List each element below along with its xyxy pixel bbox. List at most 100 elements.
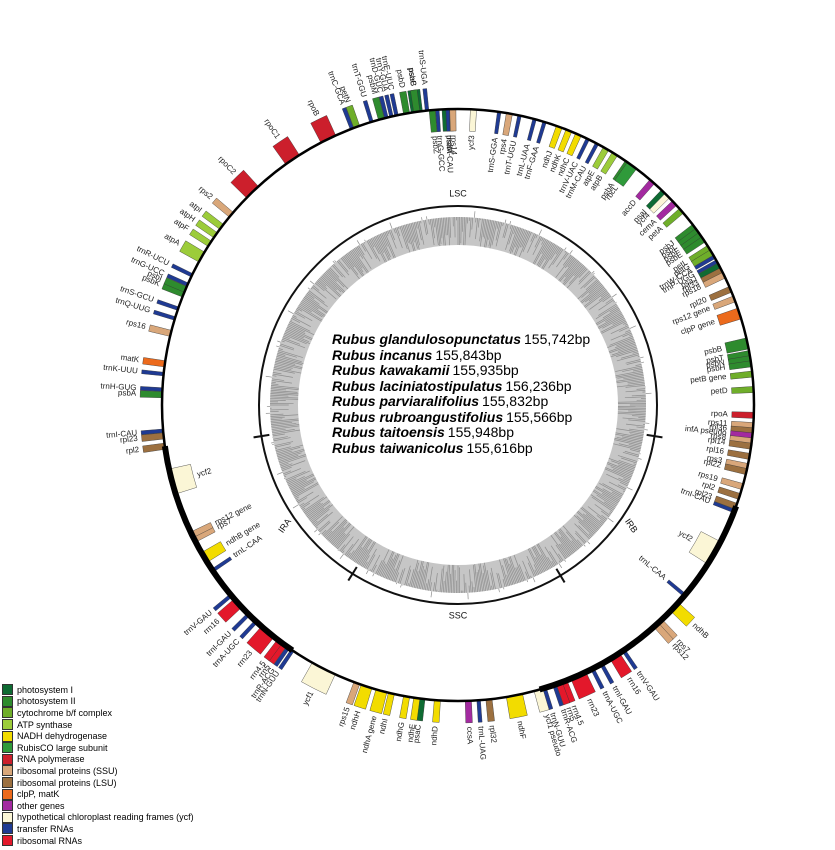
legend-label: RubisCO large subunit [17,742,108,753]
gene-label-rpoa: rpoA [711,409,729,419]
region-label-lsc: LSC [449,188,467,198]
gene-label-petb-gene: petB gene [690,372,728,385]
gene-label-trnk-uuu: trnK-UUU [103,363,139,376]
gene-label-atpa: atpA [163,232,182,248]
gene-label-rpl22: rpl22 [703,457,723,470]
legend-item: photosystem II [2,695,192,708]
gene-label-trns-gga: trnS-GGA [486,136,500,173]
gene-label-psac: psaC [412,724,423,744]
legend-swatch [2,835,13,847]
gene-block-rpl16 [727,449,751,460]
gene-label-trnl-caa: trnL-CAA [637,554,668,582]
legend-item: ribosomal proteins (LSU) [2,777,192,789]
legend-item: ATP synthase [2,719,192,731]
legend-item: clpP, matK [2,788,192,800]
tick-ssc-end [347,566,358,582]
legend-item: photosystem I [2,684,192,696]
gene-label-ndhd: ndhD [429,726,439,746]
gene-label-ndhb: ndhB [691,621,711,640]
gene-block-psba [139,390,163,398]
gene-block-trnt-ugu [513,114,522,138]
legend-label: ATP synthase [17,719,73,730]
gene-label-ccsa: ccsA [465,727,475,745]
gene-label-trni-cau: trnI-CAU [106,428,138,440]
legend-swatch [2,777,13,789]
gene-label-ndha-gene: ndhA gene [360,714,379,754]
legend-label: NADH dehydrogenase [17,731,108,742]
gene-block-rpob [310,115,336,143]
gene-block-rpl2 [142,442,166,453]
legend-label: cytochrome b/f complex [17,707,113,718]
genome-size: 156,236bp [505,377,572,394]
gene-label-psbh: psbH [706,363,726,375]
genome-size: 155,832bp [482,393,549,409]
gene-block-ndhg [399,695,410,719]
region-boundary-ticks [253,433,663,583]
irb-thick-arc [538,505,739,693]
gene-label-rpoc2: rpoC2 [216,154,238,176]
gene-block-rpoa [731,411,755,419]
species-name: Rubus rubroangustifolius [332,408,504,425]
species-name: Rubus taitoensis [332,424,445,440]
genome-size: 155,843bp [435,346,502,363]
gene-block-trnf-gaa [536,121,547,144]
gene-label-rpl32: rpl32 [488,725,499,744]
legend-swatch [2,742,13,754]
gene-block-trns-uga [422,88,430,112]
gene-label-psaa: psaA [444,135,454,154]
gene-features [139,88,755,724]
gene-label-ycf3: ycf3 [466,135,476,151]
gene-block-rpoc2 [230,169,259,199]
legend-label: ribosomal RNAs [17,835,83,846]
gene-block-trnt-ggu [362,100,374,123]
gene-label-ndhf: ndhF [515,720,527,740]
genome-size: 155,616bp [466,439,533,456]
legend-swatch [2,695,13,707]
legend-item: cytochrome b/f complex [2,707,192,719]
legend-swatch [2,788,13,800]
genome-backbone-circle [160,107,756,703]
gene-block-ycf3 [469,109,477,132]
legend-item: ribosomal proteins (SSU) [2,765,192,777]
gene-label-rps16: rps16 [125,318,147,332]
gene-label-rrn23: rrn23 [235,648,254,669]
gene-block-trnq-uug [153,309,176,321]
gene-label-rrn23: rrn23 [585,697,601,718]
species-name: Rubus glandulosopunctatus [332,331,521,347]
gene-label-ycf2: ycf2 [677,528,695,543]
gene-label-psbt: psbT [706,353,725,365]
gene-label-rps14: rps14 [449,135,458,156]
legend-swatch [2,719,13,731]
gene-block-rpoc1 [272,136,300,165]
gene-label-psbn: psbN [705,358,725,370]
legend-label: ribosomal proteins (SSU) [17,765,118,776]
gene-label-rpl36: rpl36 [709,422,728,433]
gene-block-rpl32 [485,698,495,722]
gene-label-rpl16: rpl16 [706,444,726,456]
gene-label-rpoc1: rpoC1 [262,117,282,141]
legend-item: RNA polymerase [2,753,192,766]
gene-label-psbc: psbC [407,67,419,87]
legend-swatch [2,811,13,823]
genome-size: 155,742bp [524,331,591,347]
ira-thick-arc [161,445,295,653]
legend-label: RNA polymerase [17,754,85,765]
legend-swatch [2,753,13,765]
gene-block-matk [142,357,166,368]
region-label-irb: IRB [623,517,640,535]
genome-size: 155,935bp [452,362,519,378]
gene-label-trnt-ggu: trnT-GGU [350,62,369,98]
gene-label-rps2: rps2 [197,184,215,201]
gene-label-rps11: rps11 [708,418,729,428]
inner-disc [298,245,618,565]
legend-label: hypothetical chloroplast reading frames … [17,812,194,823]
region-label-ira: IRA [276,517,293,535]
gene-label-ycf2: ycf2 [196,466,213,479]
legend-item: NADH dehydrogenase [2,730,192,742]
gene-label-ndhe: ndhE [406,723,418,743]
genome-size: 155,566bp [506,408,573,425]
